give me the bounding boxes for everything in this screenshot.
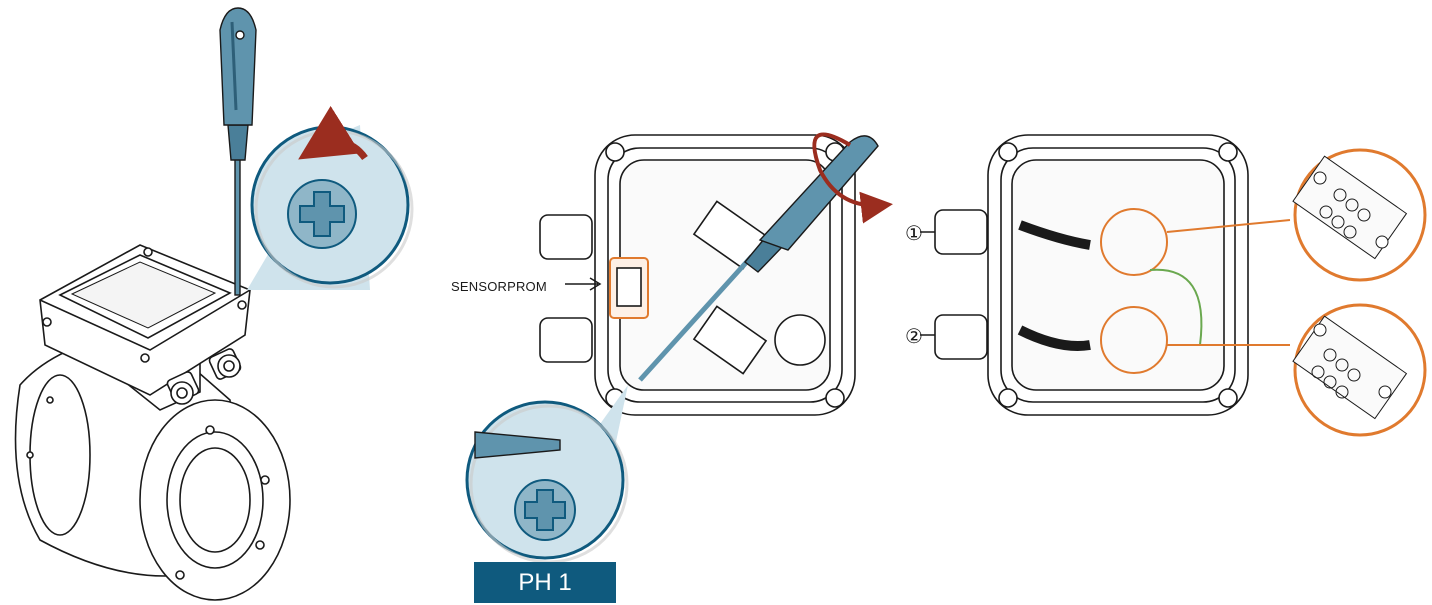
phillips-screw-icon (299, 191, 345, 237)
sensorprom-arrow (565, 277, 602, 291)
leader-line (1166, 219, 1291, 233)
terminal-box-icon (934, 134, 1249, 416)
phillips-screw-icon (524, 489, 566, 531)
terminal-box-icon (539, 134, 856, 416)
screwdriver-icon (219, 7, 257, 296)
callout-number-2: ② (905, 324, 923, 348)
zoom-callout-left (247, 105, 414, 290)
terminal-zoom-lower (1292, 303, 1427, 437)
screwdriver-icon (638, 135, 879, 382)
callout-number-1: ① (905, 221, 923, 245)
bit-size-badge: PH 1 (474, 562, 616, 603)
flowmeter-icon (14, 244, 291, 601)
sensorprom-label: SENSORPROM (451, 279, 547, 294)
rotation-arrow-icon (298, 105, 368, 161)
zoom-callout-bit (465, 385, 629, 564)
rotation-arrow-icon (812, 132, 893, 224)
terminal-zoom-upper (1292, 148, 1427, 282)
